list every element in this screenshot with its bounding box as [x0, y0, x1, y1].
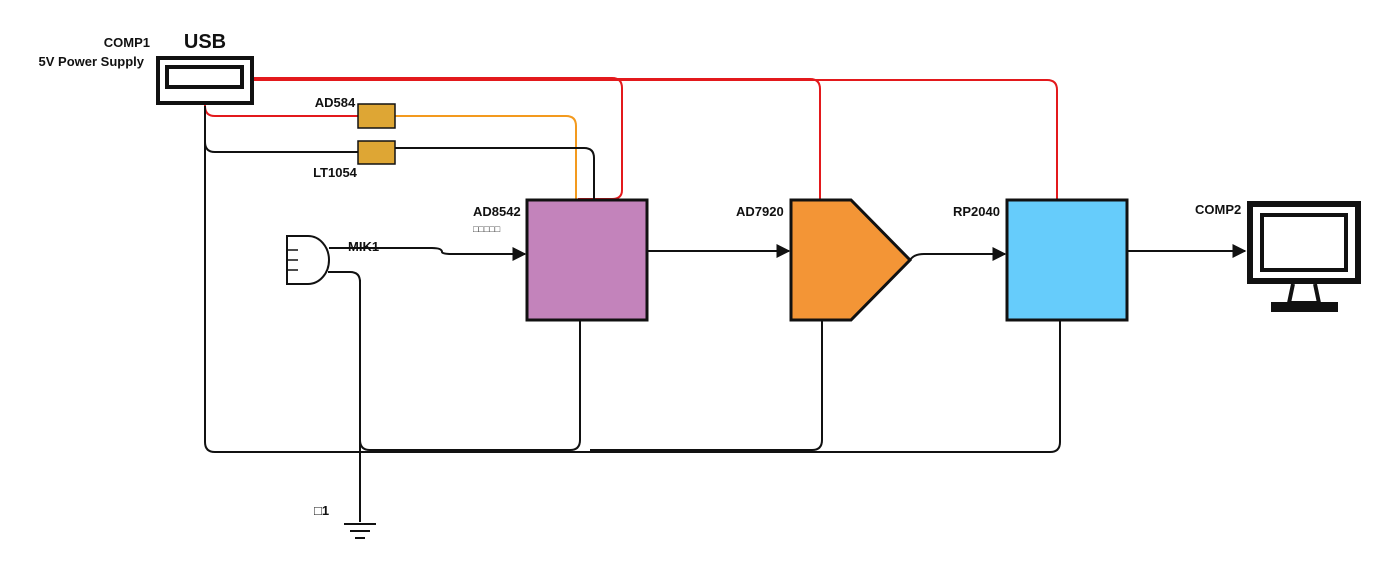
wire-mic-to-ground [328, 271, 361, 522]
ground-symbol-icon [344, 523, 376, 539]
wires [204, 77, 1247, 522]
reference-wire-ad584-to-opamp [395, 115, 577, 200]
power-wire-usb-to-opamp [254, 77, 623, 200]
lt1054-label: LT1054 [313, 165, 358, 180]
comp2-label: COMP2 [1195, 202, 1241, 217]
ground-label: □1 [314, 503, 329, 518]
power-wire-to-mcu [254, 79, 1058, 200]
comp1-ref: COMP1 [104, 35, 150, 50]
comp1-desc: 5V Power Supply [39, 54, 145, 69]
lt1054-block [357, 140, 396, 165]
usb-title: USB [184, 31, 226, 53]
usb-connector [156, 56, 254, 105]
opamp-sublabel: □□□□□ [473, 224, 501, 234]
ad584-block [357, 103, 396, 129]
signal-adc-to-mcu [909, 247, 1007, 261]
wire-usb-to-lt1054 [204, 106, 358, 153]
mic-label: MIK1 [348, 239, 379, 254]
adc-label: AD7920 [736, 204, 784, 219]
wire-adc-to-ground-bus [590, 321, 823, 451]
adc-block [789, 198, 913, 322]
signal-mic-to-opamp [329, 247, 527, 261]
monitor-icon [1247, 201, 1361, 312]
mcu-block [1005, 198, 1129, 322]
wire-lt1054-to-opamp [395, 147, 595, 200]
microphone-icon [286, 235, 330, 285]
opamp-label: AD8542 [473, 204, 521, 219]
ground-bus [204, 106, 1061, 453]
opamp-block [525, 198, 649, 322]
mcu-label: RP2040 [953, 204, 1000, 219]
ad584-label: AD584 [315, 95, 356, 110]
